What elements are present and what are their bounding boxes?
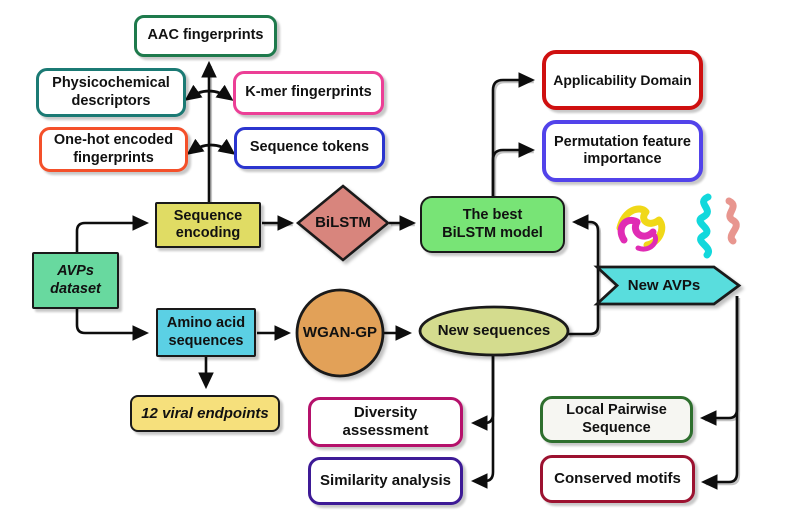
protein-structure-cyan-salmon-icon	[696, 193, 740, 259]
node-sequence-encoding: Sequence encoding	[155, 202, 261, 248]
node-one-hot-fingerprints: One-hot encoded fingerprints	[39, 127, 188, 172]
node-label: K-mer fingerprints	[245, 84, 372, 101]
node-best-bilstm-model: The best BiLSTM model	[420, 196, 565, 253]
arrow-newseq-to-similarity	[470, 356, 495, 489]
node-label: Sequence encoding	[173, 207, 243, 241]
node-permutation-feature-importance: Permutation feature importance	[542, 120, 703, 182]
arrows	[75, 60, 739, 490]
node-label: AAC fingerprints	[147, 27, 264, 44]
node-12-viral-endpoints: 12 viral endpoints	[130, 395, 280, 432]
node-physicochemical-descriptors: Physicochemical descriptors	[36, 68, 186, 117]
arrow-avps-to-encoding	[75, 215, 150, 252]
node-avps-dataset: AVPs dataset	[32, 252, 119, 309]
bilstm-diamond	[295, 184, 391, 262]
node-label: Sequence tokens	[249, 139, 370, 156]
node-label: Applicability Domain	[553, 71, 692, 88]
arrow-avps-to-amino	[75, 308, 150, 341]
node-label: 12 viral endpoints	[141, 404, 269, 422]
node-local-pairwise-sequence: Local Pairwise Sequence	[540, 396, 693, 443]
arrow-newseq-to-diversity	[470, 356, 495, 431]
arrow-onehot-tokens	[186, 138, 236, 155]
new-sequences-ellipse	[418, 305, 570, 357]
node-conserved-motifs: Conserved motifs	[540, 455, 695, 503]
node-label: AVPs dataset	[50, 263, 101, 297]
node-aac-fingerprints: AAC fingerprints	[134, 15, 277, 57]
node-label: Permutation feature importance	[554, 133, 691, 167]
node-similarity-analysis: Similarity analysis	[308, 457, 463, 505]
protein-structure-magenta-yellow-icon	[616, 205, 666, 252]
arrow-best-to-applicability	[491, 72, 536, 196]
wgan-gp-circle	[295, 288, 385, 378]
node-label: Conserved motifs	[554, 470, 681, 487]
arrow-physico-kmer	[184, 84, 234, 101]
node-sequence-tokens: Sequence tokens	[234, 127, 385, 169]
arrow-best-to-permutation	[491, 142, 536, 196]
arrow-newavps-to-conserved	[700, 296, 739, 490]
node-label: One-hot encoded fingerprints	[53, 132, 174, 166]
node-label: Amino acid sequences	[166, 315, 246, 349]
node-amino-acid-sequences: Amino acid sequences	[156, 308, 256, 357]
new-avps-banner	[593, 265, 742, 306]
node-diversity-assessment: Diversity assessment	[308, 397, 463, 447]
node-label: Local Pairwise Sequence	[566, 402, 667, 436]
node-applicability-domain: Applicability Domain	[542, 50, 703, 110]
node-label: Diversity assessment	[342, 404, 429, 439]
node-kmer-fingerprints: K-mer fingerprints	[233, 71, 384, 115]
node-label: Similarity analysis	[320, 472, 451, 489]
arrow-newavps-to-localpairwise	[699, 296, 739, 426]
node-label: Physicochemical descriptors	[52, 75, 170, 109]
arrow-newseq-to-best	[568, 214, 600, 336]
node-label: The best BiLSTM model	[442, 207, 543, 241]
